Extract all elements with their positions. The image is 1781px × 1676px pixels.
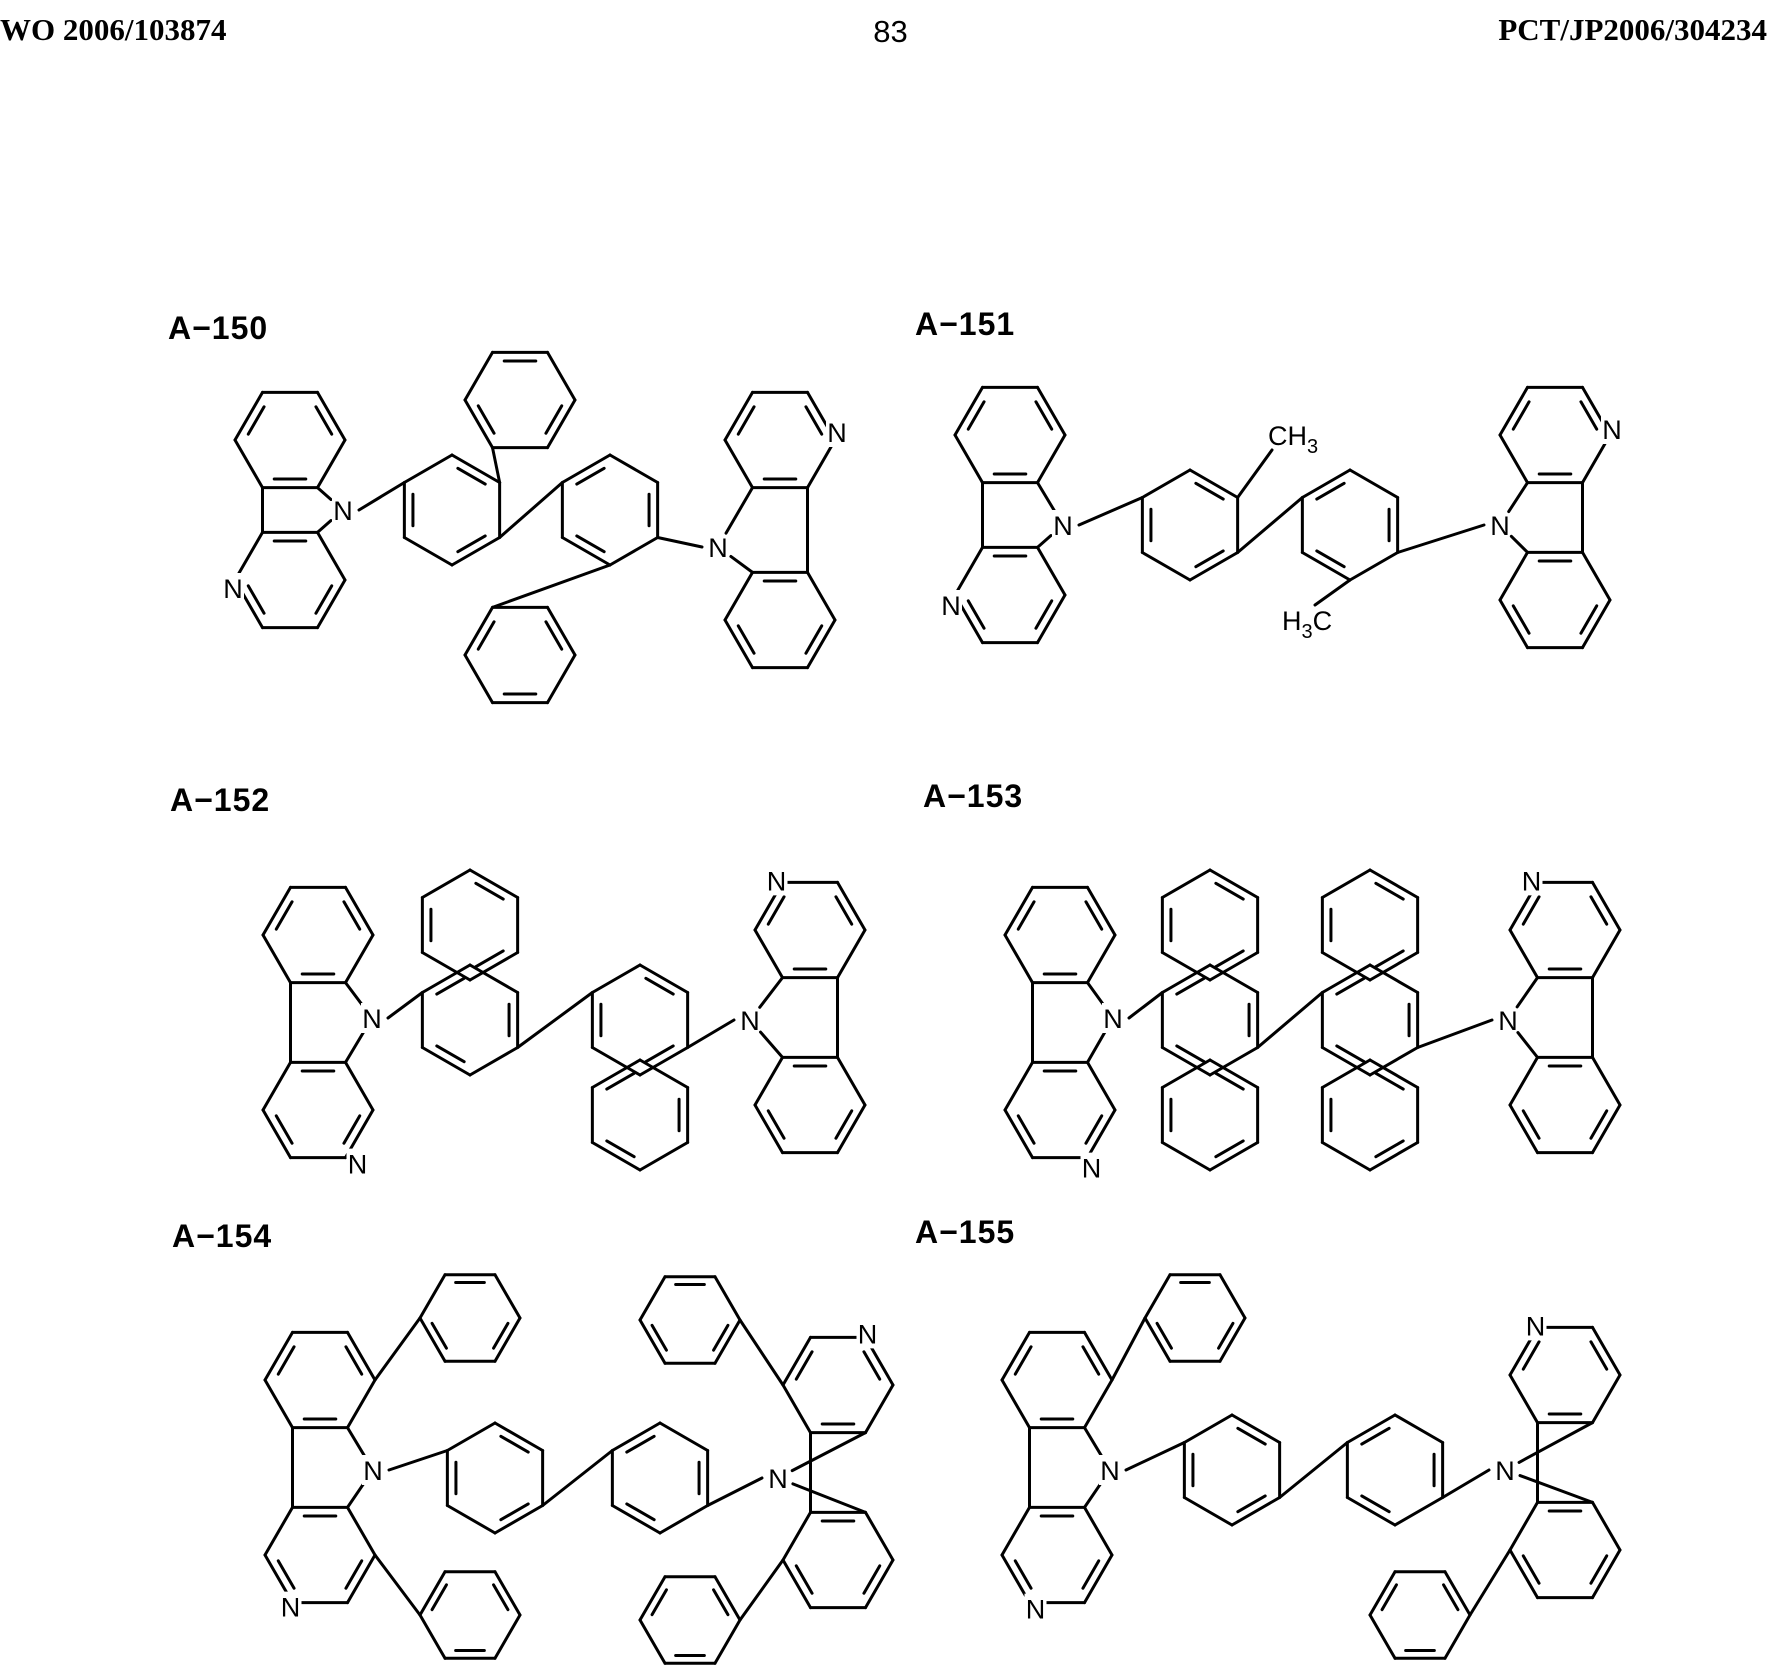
nitrogen-atom: N [362, 1004, 382, 1034]
compound-label-a153: A−153 [923, 778, 1024, 814]
compound-label-a150: A−150 [168, 310, 269, 346]
structure-a154: N N N N [263, 1273, 895, 1665]
nitrogen-atom: N [348, 1150, 368, 1180]
nitrogen-atom: N [827, 418, 847, 448]
compound-label-a154: A−154 [172, 1218, 273, 1254]
nitrogen-atom: N [1498, 1006, 1518, 1036]
nitrogen-atom: N [1082, 1154, 1102, 1184]
nitrogen-atom: N [333, 496, 353, 526]
nitrogen-atom: N [1490, 511, 1510, 541]
nitrogen-atom: N [1026, 1595, 1046, 1625]
structure-a155: N N N N [1000, 1273, 1622, 1660]
nitrogen-atom: N [767, 866, 787, 896]
publication-number: WO 2006/103874 [0, 12, 227, 47]
compound-label-a151: A−151 [915, 306, 1016, 342]
methyl-label: H3C [1282, 606, 1332, 643]
structure-a150: N N N N [222, 350, 848, 705]
nitrogen-atom: N [223, 574, 243, 604]
page-number: 83 [873, 14, 908, 49]
nitrogen-atom: N [858, 1319, 878, 1349]
compound-label-a152: A−152 [170, 782, 271, 818]
nitrogen-atom: N [1495, 1456, 1515, 1486]
application-number: PCT/JP2006/304234 [1498, 12, 1767, 47]
nitrogen-atom: N [1103, 1004, 1123, 1034]
nitrogen-atom: N [363, 1456, 383, 1486]
nitrogen-atom: N [281, 1593, 301, 1623]
structure-a152: N N N N [261, 865, 867, 1180]
compound-label-a155: A−155 [915, 1214, 1016, 1250]
structure-a153: N N N N [1003, 865, 1622, 1184]
nitrogen-atom: N [1053, 511, 1073, 541]
nitrogen-atom: N [740, 1006, 760, 1036]
methyl-label: CH3 [1268, 421, 1318, 458]
nitrogen-atom: N [708, 533, 728, 563]
nitrogen-atom: N [1602, 415, 1622, 445]
nitrogen-atom: N [768, 1464, 788, 1494]
nitrogen-atom: N [1100, 1456, 1120, 1486]
nitrogen-atom: N [1526, 1311, 1546, 1341]
nitrogen-atom: N [941, 591, 961, 621]
nitrogen-atom: N [1522, 866, 1542, 896]
